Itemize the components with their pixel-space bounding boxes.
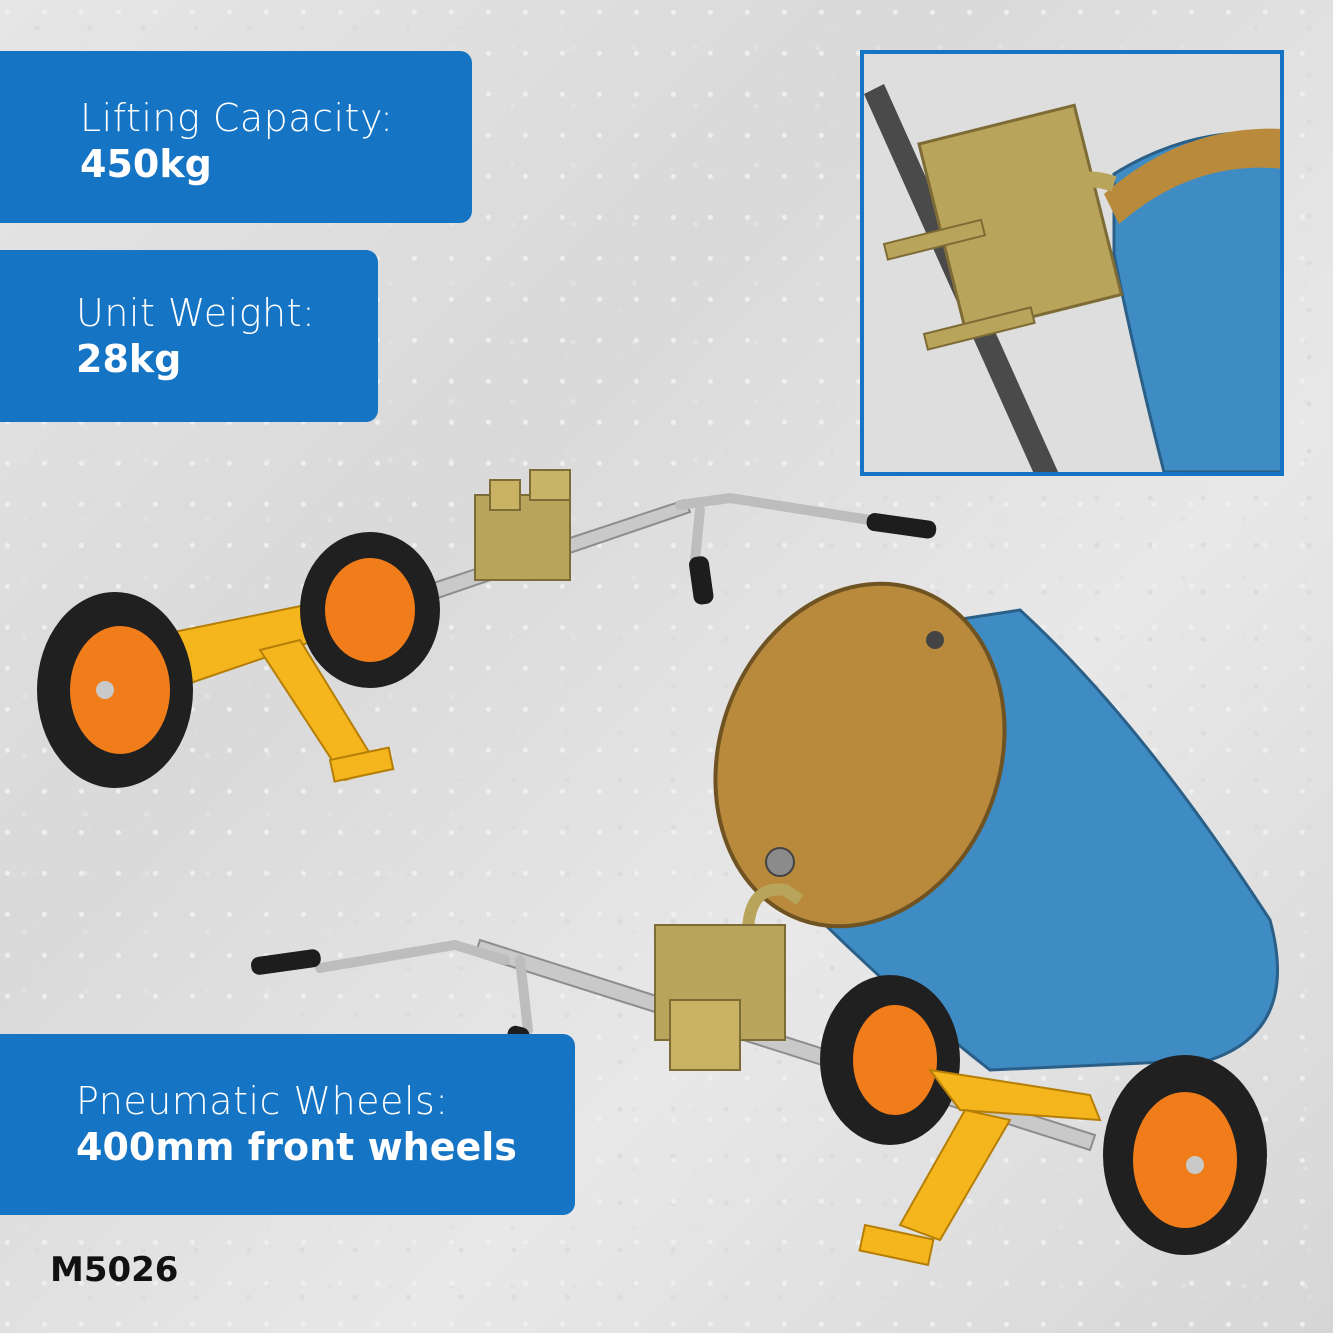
spec-value: 450kg xyxy=(80,142,212,186)
pneumatic-wheels-badge: Pneumatic Wheels: 400mm front wheels xyxy=(0,1034,575,1215)
product-sku: M5026 xyxy=(50,1250,179,1290)
drum-truck-empty xyxy=(37,469,937,788)
spec-label: Pneumatic Wheels: xyxy=(76,1079,449,1123)
unit-weight-badge: Unit Weight: 28kg xyxy=(0,250,378,422)
spec-value: 400mm front wheels xyxy=(76,1125,517,1169)
lifting-capacity-badge: Lifting Capacity: 450kg xyxy=(0,51,472,223)
drum-truck-loaded xyxy=(251,581,1279,1267)
spec-label: Lifting Capacity: xyxy=(80,96,394,140)
spec-value: 28kg xyxy=(76,337,182,381)
clamp-closeup-image xyxy=(864,54,1280,472)
clamp-closeup-inset xyxy=(860,50,1284,476)
spec-label: Unit Weight: xyxy=(76,291,316,335)
